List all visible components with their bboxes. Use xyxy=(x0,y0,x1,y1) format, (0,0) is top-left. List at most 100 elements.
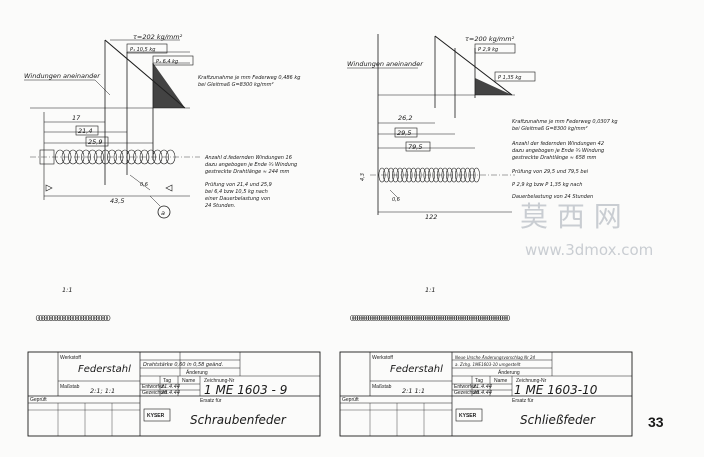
coil-turn xyxy=(365,315,370,321)
coil-turn xyxy=(442,315,447,321)
coil-turn xyxy=(103,315,108,321)
coil-turn xyxy=(94,149,104,165)
right-p2-label: P 1,35 kg xyxy=(498,75,521,81)
coil-turn xyxy=(389,315,394,321)
coil-turn xyxy=(378,315,383,321)
right-anzahl-1: Anzahl der federnden Windungen 42 xyxy=(511,141,604,147)
coil-turn xyxy=(369,315,374,321)
coil-turn xyxy=(356,315,361,321)
right-tb-gepr: Geprüft xyxy=(342,397,359,403)
watermark-url: www.3dmox.com xyxy=(525,241,653,259)
coil-turn xyxy=(427,315,431,321)
coil-turn xyxy=(446,315,451,321)
coil-turn xyxy=(418,315,423,321)
right-tb-logo: KYSER xyxy=(459,413,477,419)
coil-turn xyxy=(385,315,390,321)
right-tb-aenderung-label: Änderung xyxy=(498,369,520,376)
right-tb-gez: Gezeichnet xyxy=(454,390,480,396)
left-tb-aenderung-text: Drahtstärke 0,60 in 0,58 geänd. xyxy=(143,362,223,368)
coil-turn xyxy=(35,315,41,321)
coil-turn xyxy=(90,315,95,321)
coil-turn xyxy=(499,315,504,321)
coil-turn xyxy=(479,315,484,321)
right-tau-label: τ=200 kg/mm² xyxy=(465,35,515,43)
coil-turn xyxy=(473,315,478,321)
left-tb-tag-label: Tag xyxy=(163,378,171,384)
coil-turn xyxy=(435,315,440,321)
coil-turn xyxy=(85,315,90,321)
coil-turn xyxy=(413,315,418,321)
coil-turn xyxy=(354,315,359,321)
coil-turn xyxy=(486,315,491,321)
left-length-label: 43,5 xyxy=(110,197,124,205)
right-tb-entw: Entworfen xyxy=(454,384,477,390)
coil-turn xyxy=(444,315,449,321)
coil-turn xyxy=(74,315,80,321)
coil-turn xyxy=(77,315,82,321)
right-wire-label: 0,6 xyxy=(392,197,400,203)
coil-turn xyxy=(431,315,436,321)
right-tb-aenderung-text2: a. Zchg. 1ME1603-10 umgestellt xyxy=(455,362,521,367)
coil-turn xyxy=(488,315,493,321)
coil-turn xyxy=(477,315,482,321)
coil-turn xyxy=(383,315,387,321)
left-p2-label: P₂ 6,4 kg xyxy=(156,59,178,65)
coil-turn xyxy=(56,315,61,321)
coil-turn xyxy=(100,315,106,321)
coil-turn xyxy=(398,315,403,321)
coil-turn xyxy=(363,315,368,321)
watermark-chinese: 莫 西 网 xyxy=(520,200,622,233)
coil-turn xyxy=(405,315,409,321)
left-tb-entw: Entworfen xyxy=(142,384,165,390)
right-windungen-label: Windungen aneinander xyxy=(347,60,424,68)
left-tb-gez: Gezeichnet xyxy=(142,390,168,396)
coil-turn xyxy=(374,315,379,321)
right-anzahl-2: dazu angebogen je Ende ¾ Windung xyxy=(512,148,604,154)
coil-turn xyxy=(504,315,508,321)
right-pruef-2: P 2,9 kg bzw P 1,35 kg nach xyxy=(512,182,582,188)
right-tb-massstab-label: Maßstab xyxy=(372,384,392,390)
left-circle-a: a xyxy=(161,209,165,217)
coil-turn xyxy=(358,315,363,321)
coil-turn xyxy=(64,315,69,321)
left-p1-label: P₁ 10,5 kg xyxy=(130,47,155,53)
coil-turn xyxy=(93,315,98,321)
coil-turn xyxy=(402,315,407,321)
coil-turn xyxy=(493,315,497,321)
coil-turn xyxy=(67,315,72,321)
coil-turn xyxy=(394,315,398,321)
right-spring-drawing: τ=200 kg/mm² P 2,9 kg P 1,35 kg Windunge… xyxy=(347,34,618,321)
right-pruef-3: Dauerbelastung von 24 Stunden xyxy=(512,194,593,200)
right-tb-zeichnung-label: Zeichnung-Nr xyxy=(516,378,547,384)
right-anzahl-3: gestreckte Drahtlänge ≈ 658 mm xyxy=(512,155,597,161)
coil-turn xyxy=(449,315,453,321)
coil-turn xyxy=(460,315,464,321)
coil-turn xyxy=(380,315,385,321)
left-tb-ersatz-label: Ersatz für xyxy=(200,398,222,404)
coil-turn xyxy=(438,315,442,321)
left-dim-21: 21,4 xyxy=(78,127,92,135)
coil-turn xyxy=(98,315,103,321)
left-tb-title: Schraubenfeder xyxy=(190,413,287,427)
coil-turn xyxy=(501,315,506,321)
right-scale: 1:1 xyxy=(425,286,435,294)
right-tb-massstab: 2:1 1:1 xyxy=(402,387,425,395)
left-dim-25: 25,9 xyxy=(88,138,102,146)
right-dia-label: 4,3 xyxy=(360,173,366,181)
coil-turn xyxy=(391,315,396,321)
left-tb-logo: KYSER xyxy=(147,413,165,419)
coil-turn xyxy=(61,315,67,321)
left-pruef-2: bei 6,4 bzw 10,5 kg nach xyxy=(205,189,268,195)
coil-turn xyxy=(433,315,438,321)
coil-turn xyxy=(475,315,480,321)
right-pruef-1: Prüfung von 29,5 und 79,5 bei xyxy=(512,169,589,175)
coil-turn xyxy=(87,315,93,321)
coil-turn xyxy=(451,315,456,321)
coil-turn xyxy=(59,315,64,321)
right-tb-aenderung-text: Neue Ursche Änderungsvorschlag Nr 24 xyxy=(455,355,536,360)
left-anzahl-2: dazu angebogen je Ende ¾ Windung xyxy=(205,162,297,168)
left-spring-drawing: τ=202 kg/mm² P₁ 10,5 kg P₂ 6,4 kg Windun… xyxy=(24,33,300,321)
left-dim-17: 17 xyxy=(72,114,81,122)
coil-turn xyxy=(416,315,420,321)
left-tb-massstab-label: Maßstab xyxy=(60,384,80,390)
